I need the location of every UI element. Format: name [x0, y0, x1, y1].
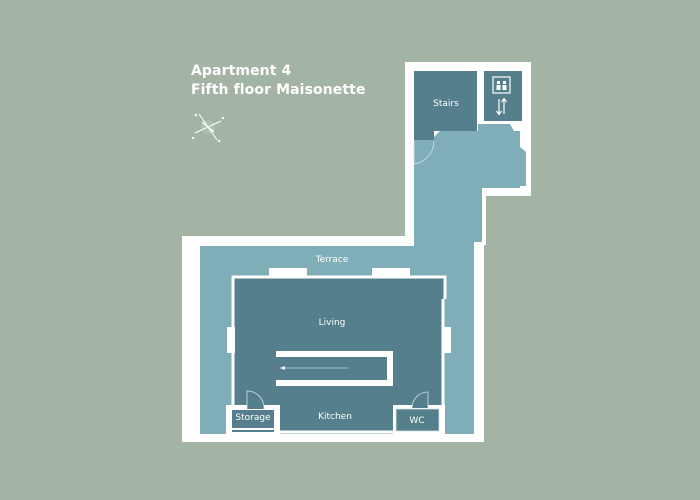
wc-label: WC: [409, 416, 424, 426]
room-wc: WC: [393, 391, 445, 435]
stairs-label: Stairs: [433, 99, 459, 109]
room-stairs: Stairs: [413, 71, 477, 165]
living-label: Living: [319, 318, 346, 328]
stairs-door-swing: [413, 140, 435, 165]
terrace-label: Terrace: [315, 255, 349, 265]
room-living-kitchen: Living Kitchen: [227, 268, 451, 434]
floor-description: Fifth floor Maisonette: [191, 82, 366, 98]
storage-label: Storage: [235, 413, 271, 423]
window: [372, 268, 410, 277]
lift-icon: [492, 76, 511, 94]
storage-door-swing: [246, 390, 265, 410]
window: [269, 268, 307, 277]
room-lift: [484, 71, 522, 124]
up-down-arrows-icon: [496, 97, 507, 116]
window: [443, 327, 451, 353]
kitchen-label: Kitchen: [318, 412, 352, 422]
compass-rose-icon: [191, 113, 225, 143]
apartment-name: Apartment 4: [191, 63, 292, 79]
window: [227, 327, 235, 353]
plan-title: Apartment 4 Fifth floor Maisonette: [191, 62, 366, 100]
wc-door-swing: [411, 391, 429, 409]
room-storage: Storage: [226, 390, 280, 435]
arrow-left-icon: [280, 366, 285, 370]
stair-opening: [276, 351, 393, 386]
